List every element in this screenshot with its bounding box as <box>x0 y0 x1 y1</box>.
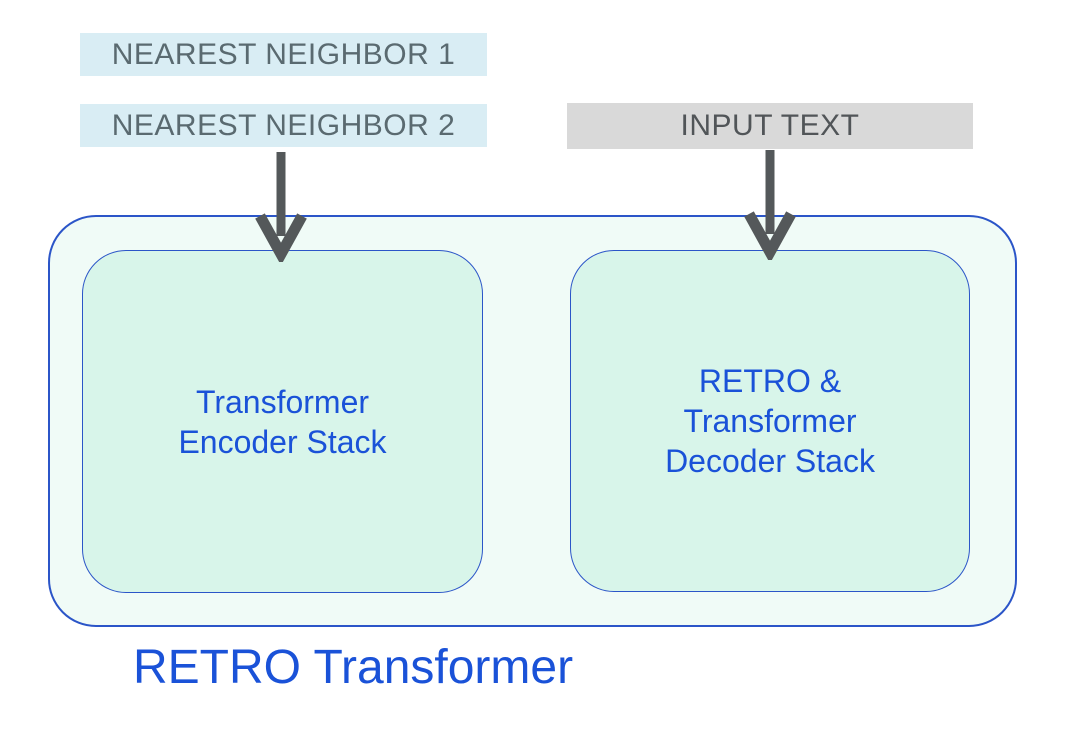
arrow-down-neighbors-to-encoder-icon <box>255 152 307 262</box>
retro-transformer-decoder-stack-box: RETRO & Transformer Decoder Stack <box>570 250 970 592</box>
nearest-neighbor-1-box: NEAREST NEIGHBOR 1 <box>80 33 487 76</box>
encoder-label-line1: Transformer <box>195 383 370 420</box>
nearest-neighbor-1-label: NEAREST NEIGHBOR 1 <box>111 37 456 71</box>
input-text-label: INPUT TEXT <box>680 109 860 142</box>
transformer-encoder-stack-box: Transformer Encoder Stack <box>82 250 483 593</box>
input-text-box: INPUT TEXT <box>567 103 973 149</box>
decoder-label-line3: Decoder Stack <box>665 443 875 479</box>
decoder-label-line2: Transformer <box>683 403 857 439</box>
nearest-neighbor-2-label: NEAREST NEIGHBOR 2 <box>111 108 456 142</box>
nearest-neighbor-2-box: NEAREST NEIGHBOR 2 <box>80 104 487 147</box>
arrow-down-input-to-decoder-icon <box>744 150 796 260</box>
encoder-label-line2: Encoder Stack <box>178 423 387 460</box>
decoder-label-line1: RETRO & <box>698 363 842 399</box>
diagram-title: RETRO Transformer <box>133 641 574 694</box>
